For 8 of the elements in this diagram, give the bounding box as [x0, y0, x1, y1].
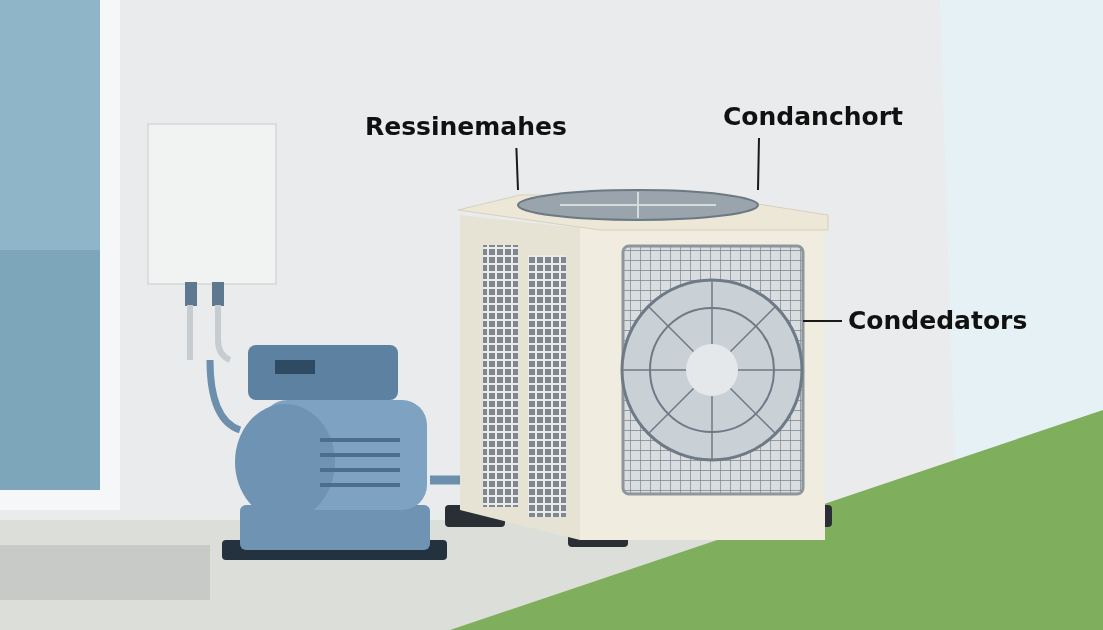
front-fan-guard — [620, 244, 805, 496]
part-label: Condanchort — [723, 102, 903, 132]
leader-line — [757, 137, 760, 191]
leader-line — [802, 320, 843, 322]
top-fan-grille — [517, 189, 759, 221]
part-label: Condedators — [848, 306, 1028, 336]
leader-line — [515, 147, 519, 191]
part-label: Ressinemahes — [365, 112, 567, 142]
